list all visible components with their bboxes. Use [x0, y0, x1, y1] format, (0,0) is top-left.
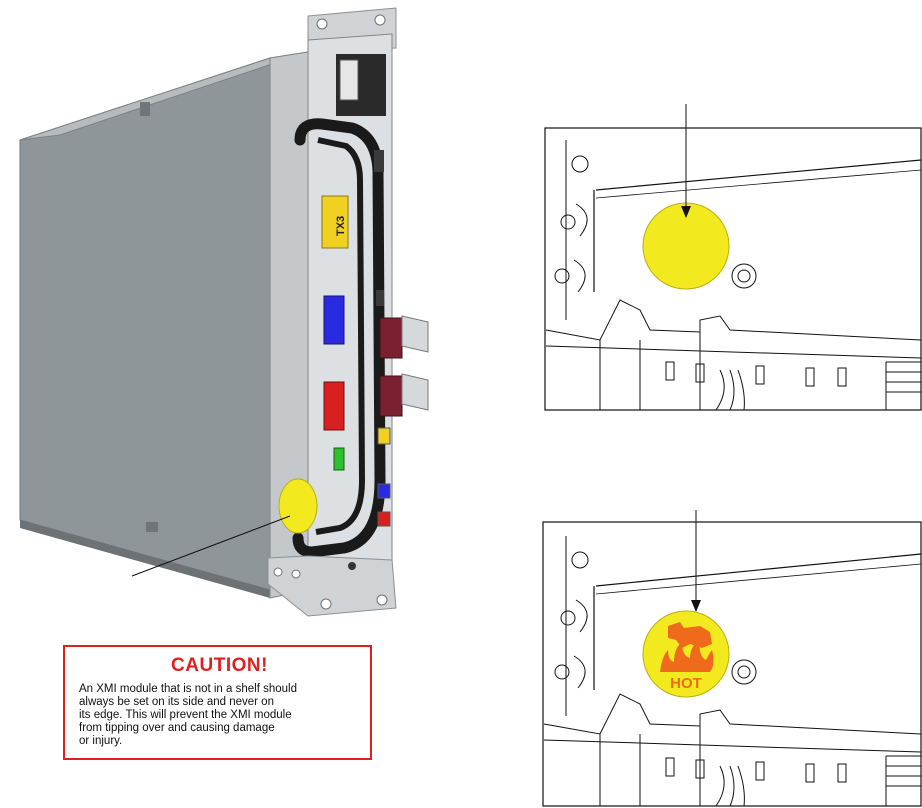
caution-box: CAUTION! An XMI module that is not in a … [63, 645, 372, 760]
side-bracket [402, 374, 428, 410]
flange-hole [321, 599, 331, 609]
side-connector-upper [380, 318, 402, 358]
small-connector [378, 512, 390, 526]
bottom-mounting-flange [268, 556, 396, 616]
flange-hole [292, 570, 300, 578]
green-indicator [334, 448, 344, 470]
caution-text-line: or injury. [79, 735, 360, 748]
tx3-label: TX3 [335, 216, 347, 236]
flange-hole [377, 595, 387, 605]
module-side-panel [20, 58, 270, 590]
top-connector-latch [340, 60, 358, 100]
panel-notch [146, 522, 158, 532]
hot-sticker-location [279, 479, 317, 533]
caution-title: CAUTION! [79, 655, 360, 677]
caution-text-line: always be set on its side and never on [79, 696, 360, 709]
caution-text-line: its edge. This will prevent the XMI modu… [79, 709, 360, 722]
caution-text-line: from tipping over and causing damage [79, 722, 360, 735]
small-connector [378, 484, 390, 498]
small-connector [378, 428, 390, 444]
red-connector [324, 382, 344, 430]
flange-hole [348, 562, 356, 570]
flange-hole [375, 15, 385, 25]
blue-connector [324, 296, 344, 344]
flange-hole [274, 568, 282, 576]
detail-view-hot-sticker: HOT [543, 510, 921, 806]
detail-frame-top [545, 128, 921, 410]
small-connector [374, 150, 384, 172]
tx3-label-group: TX3 [335, 216, 347, 236]
caution-text-line: An XMI module that is not in a shelf sho… [79, 683, 360, 696]
side-connector-lower [380, 376, 402, 416]
flange-hole [317, 19, 327, 29]
side-bracket [402, 316, 428, 352]
hot-label: HOT [670, 675, 702, 692]
panel-notch [140, 102, 150, 116]
small-connector [376, 290, 384, 306]
xmi-module-illustration: TX3 [20, 8, 428, 616]
detail-view-blank-sticker [545, 104, 921, 410]
